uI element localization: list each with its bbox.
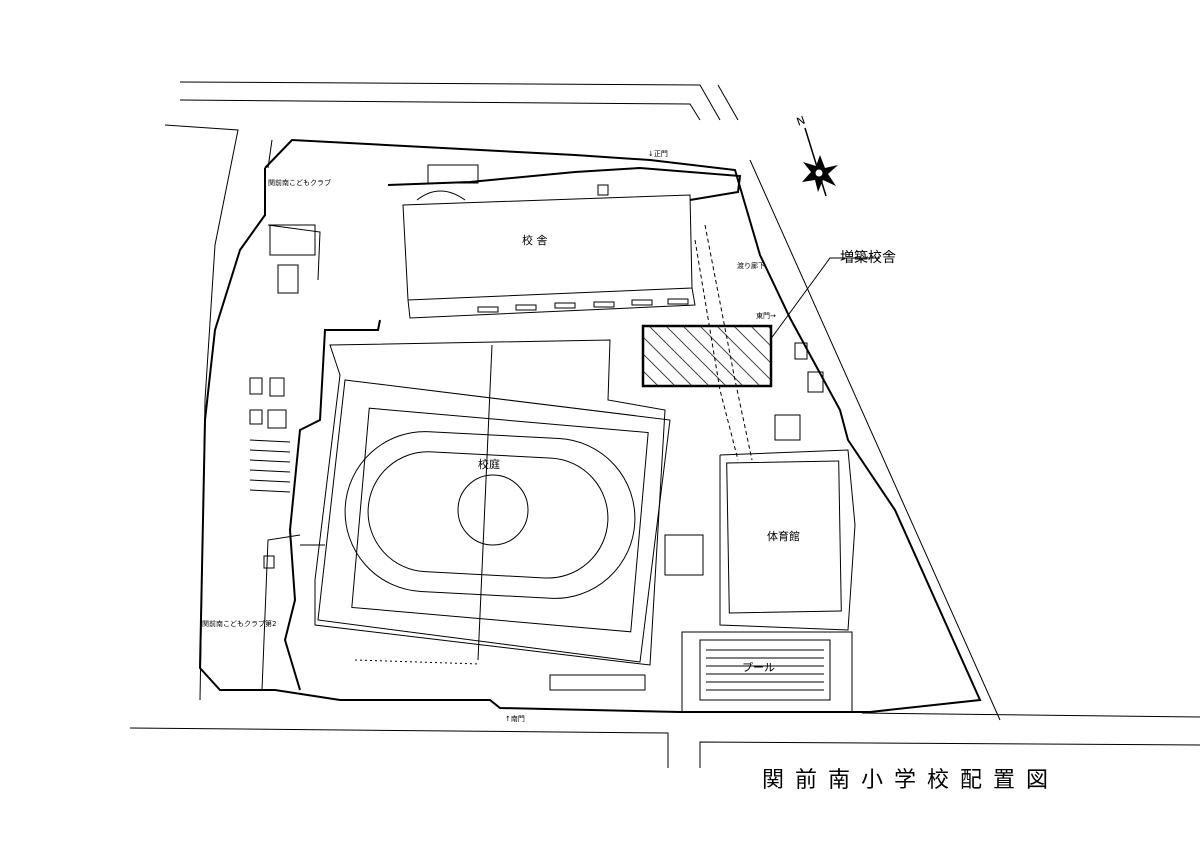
gym-label: 体育館 [767,529,800,543]
north-label: N [795,114,807,129]
schoolyard [283,319,671,691]
pool [549,631,853,713]
roads [129,81,1200,768]
school-building-label: 校 舎 [522,233,548,247]
south-gate-label: ↑南門 [505,714,525,723]
site-boundary [198,138,982,713]
pool-label: プール [742,661,775,674]
club1-label: 関前南こどもクラブ [268,178,331,187]
school-building [387,164,742,319]
club-area [249,224,824,569]
schoolyard-label: 校庭 [478,457,500,471]
extension-label: 増築校舎 [840,249,896,266]
corridor-label: 渡り廊下 [737,261,765,270]
main-gate-label: ↓正門 [648,150,668,158]
windows [477,298,689,313]
drawing-title: 関前南小学校配置図 [762,768,1059,793]
gymnasium [664,449,856,631]
club2-label: 関前南こどもクラブ第2 [202,619,276,628]
north-arrow-icon [802,127,838,197]
east-gate-label: 東門→ [756,311,776,320]
extension-building [641,324,773,388]
